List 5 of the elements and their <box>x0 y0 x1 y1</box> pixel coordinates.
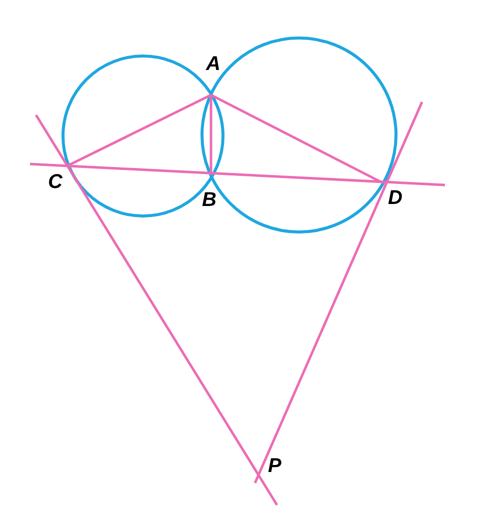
point-label: D <box>388 188 402 208</box>
point-label: C <box>48 172 62 192</box>
point-label: B <box>202 190 216 210</box>
point-label: A <box>206 54 220 74</box>
point-label: P <box>268 456 282 476</box>
